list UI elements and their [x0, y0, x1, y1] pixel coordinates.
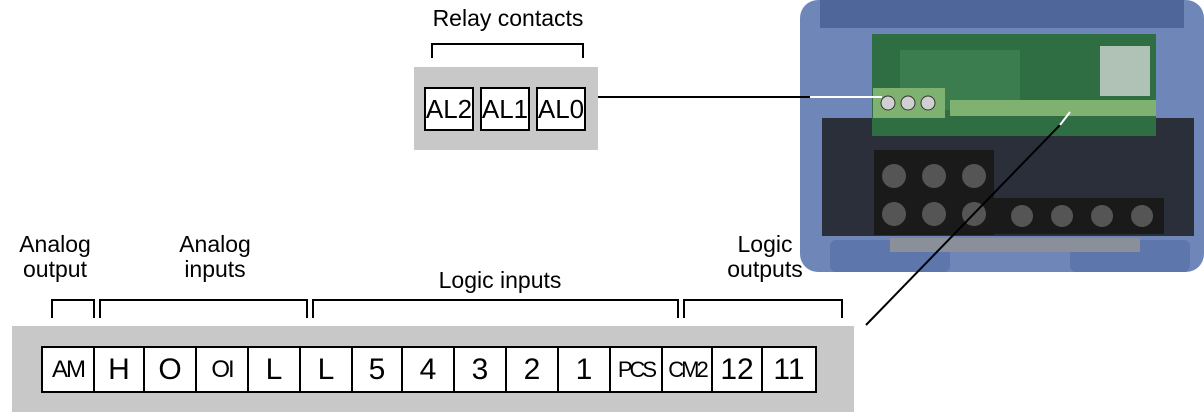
logic-outputs-label: Logic outputs — [727, 231, 803, 282]
terminal-3-8: 3 — [453, 346, 507, 393]
relay-terminal-panel: AL2 AL1 AL0 — [414, 67, 598, 150]
terminal-1-10: 1 — [557, 346, 611, 393]
terminal-l-5: L — [299, 346, 353, 393]
terminal-l-4: L — [247, 346, 301, 393]
terminal-pcs-11: PCS — [609, 346, 663, 393]
terminal-11-14: 11 — [761, 346, 817, 393]
terminal-12-13: 12 — [711, 346, 763, 393]
terminal-am-0: AM — [41, 346, 95, 393]
terminal-2-9: 2 — [505, 346, 559, 393]
relay-terminal-al1: AL1 — [480, 87, 530, 131]
terminal-o-2: O — [143, 346, 197, 393]
terminal-cm2-12: CM2 — [661, 346, 713, 393]
relay-contacts-title: Relay contacts — [432, 5, 584, 31]
terminal-4-7: 4 — [401, 346, 455, 393]
logic-inputs-label: Logic inputs — [438, 267, 562, 293]
analog-output-label: Analog output — [19, 231, 91, 282]
terminal-5-6: 5 — [351, 346, 403, 393]
terminal-oi-3: OI — [195, 346, 249, 393]
terminal-h-1: H — [93, 346, 145, 393]
relay-terminal-al2: AL2 — [424, 87, 474, 131]
analog-inputs-label: Analog inputs — [179, 231, 251, 282]
relay-terminal-al0: AL0 — [536, 87, 586, 131]
